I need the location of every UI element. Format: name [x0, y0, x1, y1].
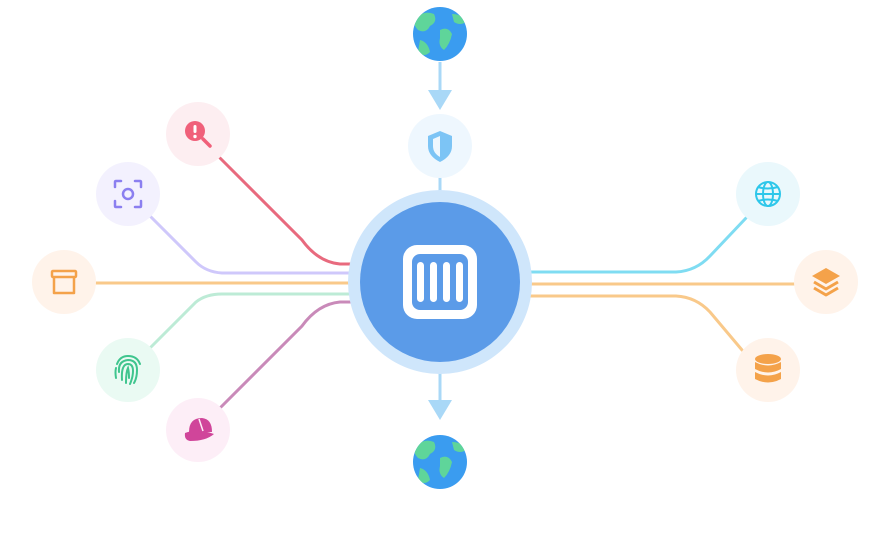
- alert-search-icon: [185, 121, 212, 148]
- node-database: [736, 338, 800, 402]
- globe-top: [413, 7, 467, 61]
- node-fingerprint: [96, 338, 160, 402]
- left-connectors: [94, 156, 364, 410]
- globe-outline-icon: [755, 181, 781, 207]
- scan-focus-icon: [113, 179, 143, 209]
- hacker-cap-icon: [184, 418, 214, 441]
- node-scan: [96, 162, 160, 226]
- firewall-grid-icon: [403, 245, 477, 319]
- right-connectors: [516, 216, 798, 352]
- central-hub: [348, 190, 532, 374]
- layers-icon: [812, 268, 840, 297]
- archive-box-icon: [50, 269, 78, 295]
- shield-node: [408, 114, 472, 178]
- node-web: [736, 162, 800, 226]
- shield-icon: [428, 131, 452, 162]
- connector-fingerprint: [148, 292, 364, 350]
- node-threat-search: [166, 102, 230, 166]
- globe-bottom: [413, 435, 467, 489]
- node-layers: [794, 250, 858, 314]
- connector-threat-search: [218, 156, 364, 266]
- connector-database: [516, 294, 744, 352]
- arrow-down-top: [428, 90, 452, 110]
- fingerprint-icon: [114, 354, 141, 385]
- connector-web: [516, 216, 748, 274]
- node-hacker: [166, 398, 230, 462]
- node-archive: [32, 250, 96, 314]
- connector-scan: [148, 214, 364, 275]
- database-icon: [755, 354, 781, 383]
- arrow-down-bottom: [428, 400, 452, 420]
- connector-hacker: [218, 300, 364, 410]
